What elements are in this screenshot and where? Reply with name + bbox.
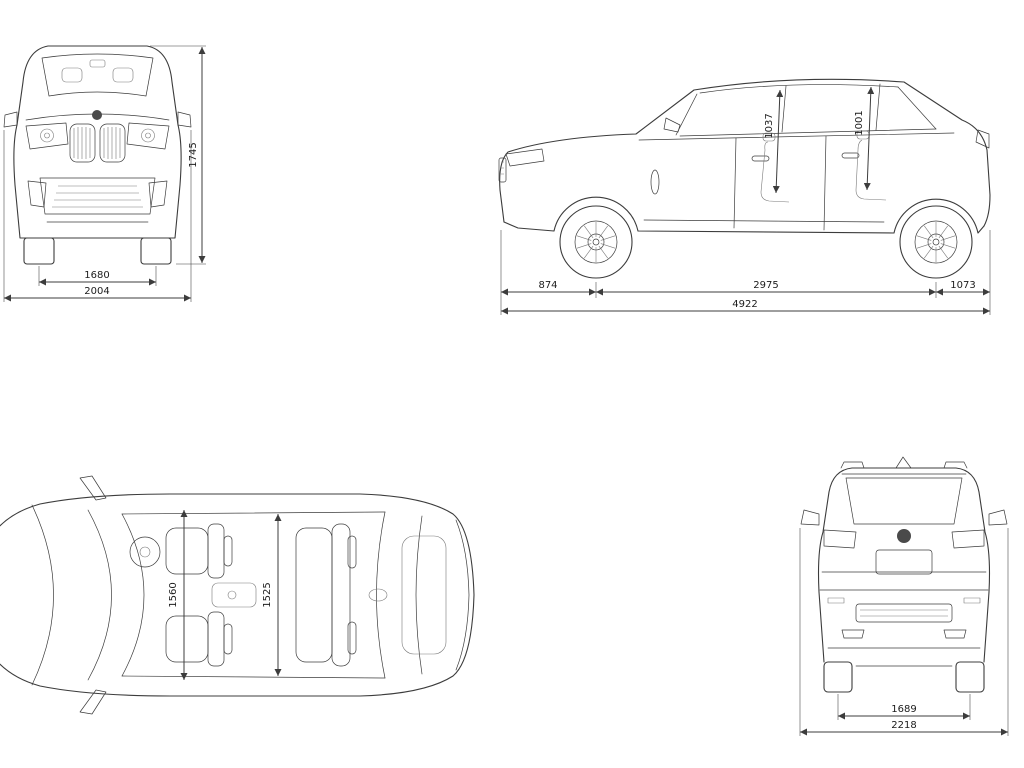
dim-front-interior-width: 1560 xyxy=(168,510,188,680)
front-body-outline xyxy=(13,45,182,239)
c-pillar xyxy=(875,83,881,131)
dim-side-length: 4922 xyxy=(500,298,991,315)
rear-handle xyxy=(368,588,388,602)
right-mirror xyxy=(177,111,192,128)
dim-side-row1: 874 2975 1073 xyxy=(500,230,991,298)
side-underbody xyxy=(503,196,985,234)
dim-label-rear-headroom: 1001 xyxy=(854,110,865,135)
interior-seats xyxy=(760,130,887,203)
plan-mirror-bottom xyxy=(79,689,107,715)
b-pillar xyxy=(781,85,787,133)
a-pillar xyxy=(675,93,698,136)
side-body-outline xyxy=(499,78,991,227)
tail-arc xyxy=(455,519,470,671)
center-console xyxy=(211,582,257,608)
roof-rail-left xyxy=(840,461,865,469)
dim-label-track: 1680 xyxy=(84,270,109,281)
windshield xyxy=(41,53,154,97)
dim-rear-track: 1689 xyxy=(837,694,971,720)
glass-bottom xyxy=(679,128,937,137)
glass-top xyxy=(699,84,899,94)
front-wheel-left xyxy=(23,237,55,265)
door-handle-rear xyxy=(841,152,860,159)
rear-wheel-left xyxy=(823,661,853,693)
top-view-car xyxy=(0,475,475,715)
rear-window xyxy=(845,477,963,525)
front-bumper xyxy=(27,177,168,223)
rear-mirror-right xyxy=(988,509,1008,526)
dim-label-rear-width: 2218 xyxy=(891,720,916,731)
front-wheel-right xyxy=(140,237,172,265)
dim-label-width: 2004 xyxy=(84,286,109,297)
hood-arc xyxy=(31,504,54,686)
roof-rail-right xyxy=(943,461,968,469)
rear-wheel xyxy=(899,205,973,279)
side-grille xyxy=(498,157,507,183)
dim-front-track: 1680 xyxy=(38,266,157,286)
dim-label-rear-interior: 1525 xyxy=(262,582,273,607)
dim-label-rear-overhang: 1073 xyxy=(950,280,975,291)
plan-mirror-top xyxy=(79,475,107,501)
dim-label-length: 4922 xyxy=(732,299,757,310)
rocker-line xyxy=(643,219,885,223)
dim-rear-width: 2218 xyxy=(799,528,1009,736)
bmw-roundel-rear-icon xyxy=(897,529,911,543)
side-headlight xyxy=(505,148,545,167)
dim-front-width: 2004 xyxy=(3,130,192,302)
roof-rear-arc xyxy=(376,511,386,679)
taillight-left xyxy=(823,529,857,549)
d-pillar xyxy=(897,86,937,130)
headlight-left xyxy=(25,122,69,150)
rearview-mirror xyxy=(89,59,106,68)
dim-label-front-interior: 1560 xyxy=(168,582,179,607)
headrest-right xyxy=(112,67,134,83)
kidney-grille xyxy=(69,123,126,163)
left-mirror xyxy=(3,111,18,128)
front-wheel xyxy=(559,205,633,279)
side-view-car xyxy=(498,78,991,279)
door-seams xyxy=(733,135,827,231)
rear-wheel-right xyxy=(955,661,985,693)
headrest-left xyxy=(61,67,83,83)
cargo-area xyxy=(401,535,447,655)
front-view: 1745 1680 2004 xyxy=(3,45,206,302)
dim-rear-interior-width: 1525 xyxy=(262,514,282,676)
dim-rear-headroom: 1001 xyxy=(854,86,875,191)
roof-front-arc xyxy=(121,513,145,677)
side-view: 1037 1001 874 2975 1073 4922 xyxy=(498,78,991,315)
rear-mirror-left xyxy=(800,509,820,526)
rear-bumper xyxy=(827,597,981,649)
plan-body-outline xyxy=(0,493,475,697)
front-view-car xyxy=(3,45,192,265)
license-plate-recess xyxy=(875,549,933,575)
dim-label-rear-track: 1689 xyxy=(891,704,916,715)
dim-label-front-overhang: 874 xyxy=(538,280,557,291)
taillight-right xyxy=(951,529,985,549)
top-view: 1560 1525 xyxy=(0,475,475,715)
dim-front-headroom: 1037 xyxy=(764,89,784,194)
windshield-arc xyxy=(87,509,112,681)
door-handle-front xyxy=(751,155,770,162)
rear-window-arc xyxy=(415,515,423,675)
side-mirror xyxy=(663,117,681,133)
dim-label-height: 1745 xyxy=(188,142,199,167)
rear-view: 1689 2218 xyxy=(799,456,1009,736)
dim-label-wheelbase: 2975 xyxy=(753,280,778,291)
fender-vent xyxy=(650,169,660,195)
rear-bench xyxy=(295,523,357,667)
bmw-roundel-icon xyxy=(92,110,102,120)
headlight-right xyxy=(126,122,170,150)
antenna-fin xyxy=(895,456,912,469)
taillight-side xyxy=(975,129,990,149)
rear-view-car xyxy=(800,456,1008,693)
dim-label-front-headroom: 1037 xyxy=(764,113,775,138)
rear-body-outline xyxy=(817,467,991,663)
dim-front-height: 1745 xyxy=(150,45,206,265)
steering-wheel xyxy=(129,536,161,568)
